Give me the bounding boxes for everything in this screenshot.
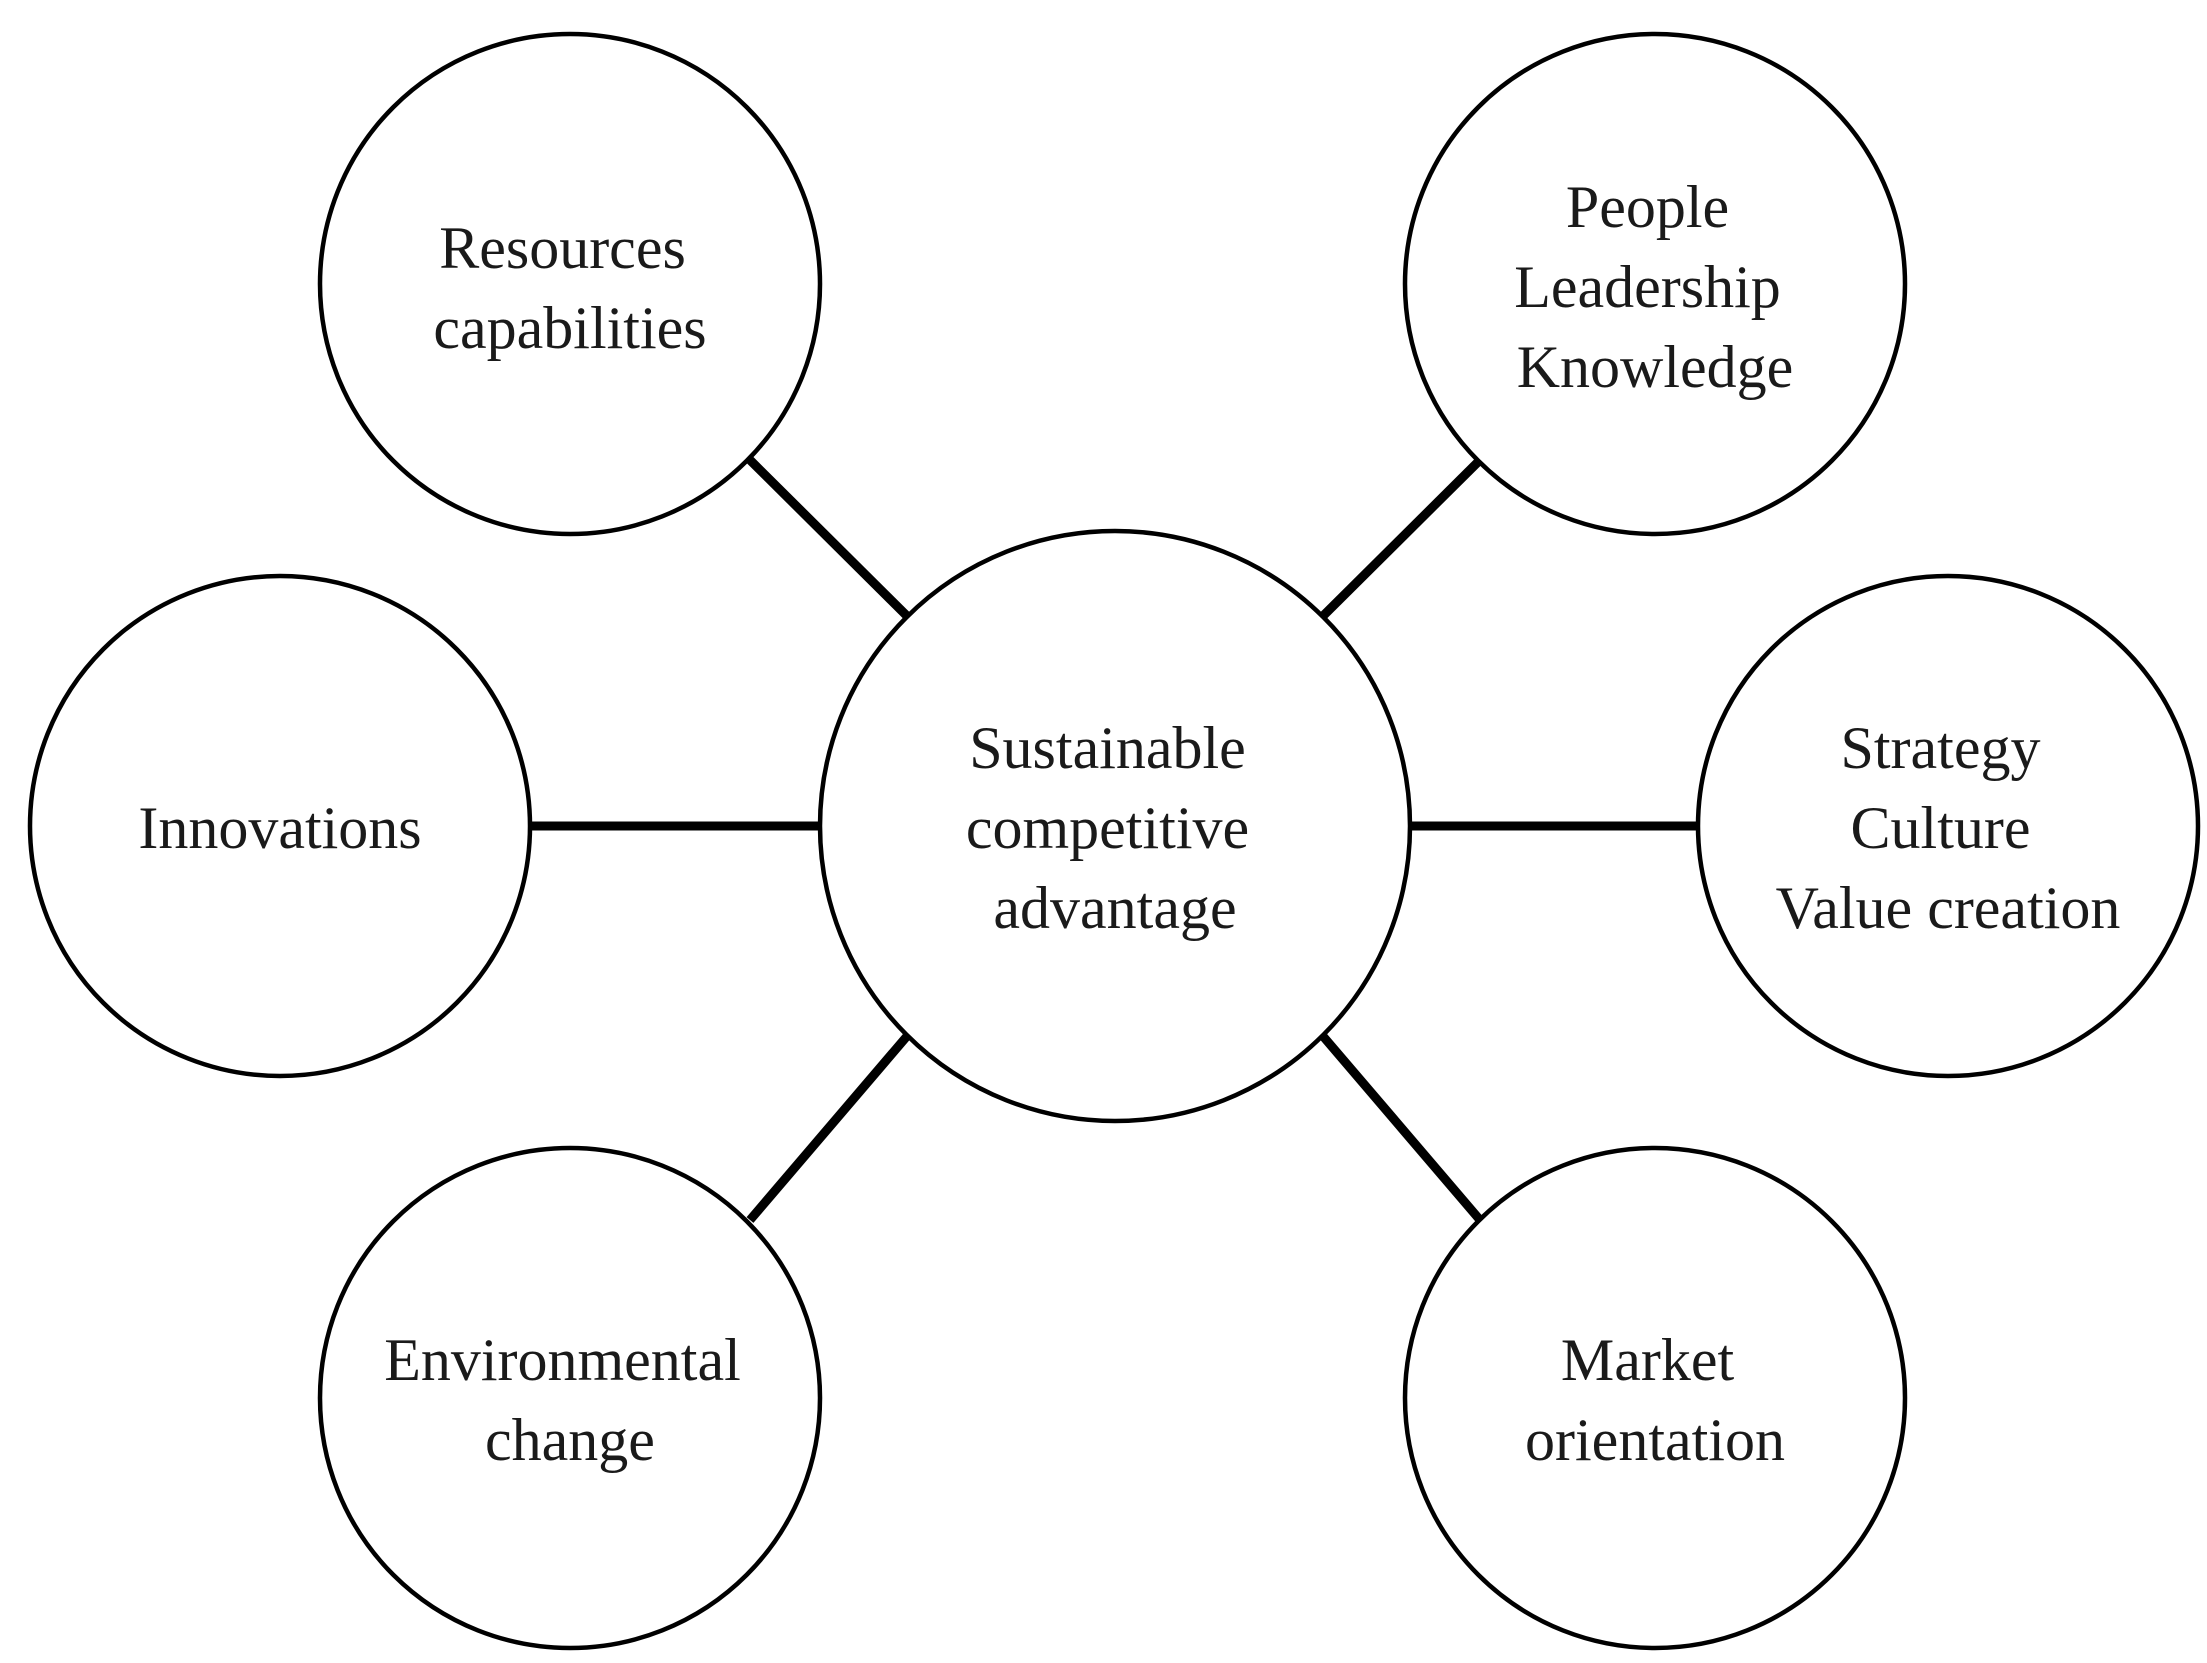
node-resources-circle — [317, 31, 823, 537]
node-market-line: orientation — [1525, 1407, 1785, 1473]
node-market-circle — [1402, 1145, 1908, 1651]
node-innovations-circle — [27, 573, 533, 1079]
node-resources-label: Resources capabilities — [433, 215, 706, 361]
node-innovations: Innovations — [27, 573, 533, 1079]
node-people: People Leadership Knowledge — [1402, 31, 1908, 537]
center-node-circle — [817, 528, 1413, 1124]
center-node: Sustainable competitive advantage — [817, 528, 1413, 1124]
node-resources-line: Resources — [439, 215, 686, 281]
node-innovations-line: Innovations — [138, 795, 421, 861]
node-people-line: Knowledge — [1517, 334, 1794, 400]
connector-market — [1318, 1032, 1484, 1223]
connector-people — [1318, 456, 1484, 621]
center-node-line: competitive — [966, 795, 1249, 861]
connectors — [530, 456, 1700, 1223]
node-environmental-line: Environmental — [384, 1327, 741, 1393]
node-environmental: Environmental change — [317, 1145, 823, 1651]
node-people-line: Leadership — [1514, 254, 1781, 320]
node-environmental-line: change — [485, 1407, 655, 1473]
center-node-label: Sustainable competitive advantage — [966, 715, 1264, 941]
node-resources-line: capabilities — [433, 295, 706, 361]
node-strategy-circle — [1695, 573, 2201, 1079]
connector-environmental — [746, 1032, 912, 1223]
node-strategy: Strategy Culture Value creation — [1695, 573, 2201, 1079]
node-environmental-label: Environmental change — [384, 1327, 756, 1473]
node-strategy-line: Strategy — [1841, 715, 2041, 781]
center-node-line: Sustainable — [969, 715, 1246, 781]
node-people-line: People — [1566, 174, 1729, 240]
connector-resources — [746, 456, 912, 621]
node-market: Market orientation — [1402, 1145, 1908, 1651]
node-people-circle — [1402, 31, 1908, 537]
node-resources: Resources capabilities — [317, 31, 823, 537]
node-market-label: Market orientation — [1525, 1327, 1785, 1473]
center-node-line: advantage — [993, 875, 1236, 941]
node-market-line: Market — [1561, 1327, 1735, 1393]
node-strategy-line: Value creation — [1776, 875, 2121, 941]
node-environmental-circle — [317, 1145, 823, 1651]
node-strategy-label: Strategy Culture Value creation — [1776, 715, 2121, 941]
node-innovations-label: Innovations — [138, 795, 421, 861]
node-people-label: People Leadership Knowledge — [1514, 174, 1796, 400]
node-strategy-line: Culture — [1851, 795, 2031, 861]
